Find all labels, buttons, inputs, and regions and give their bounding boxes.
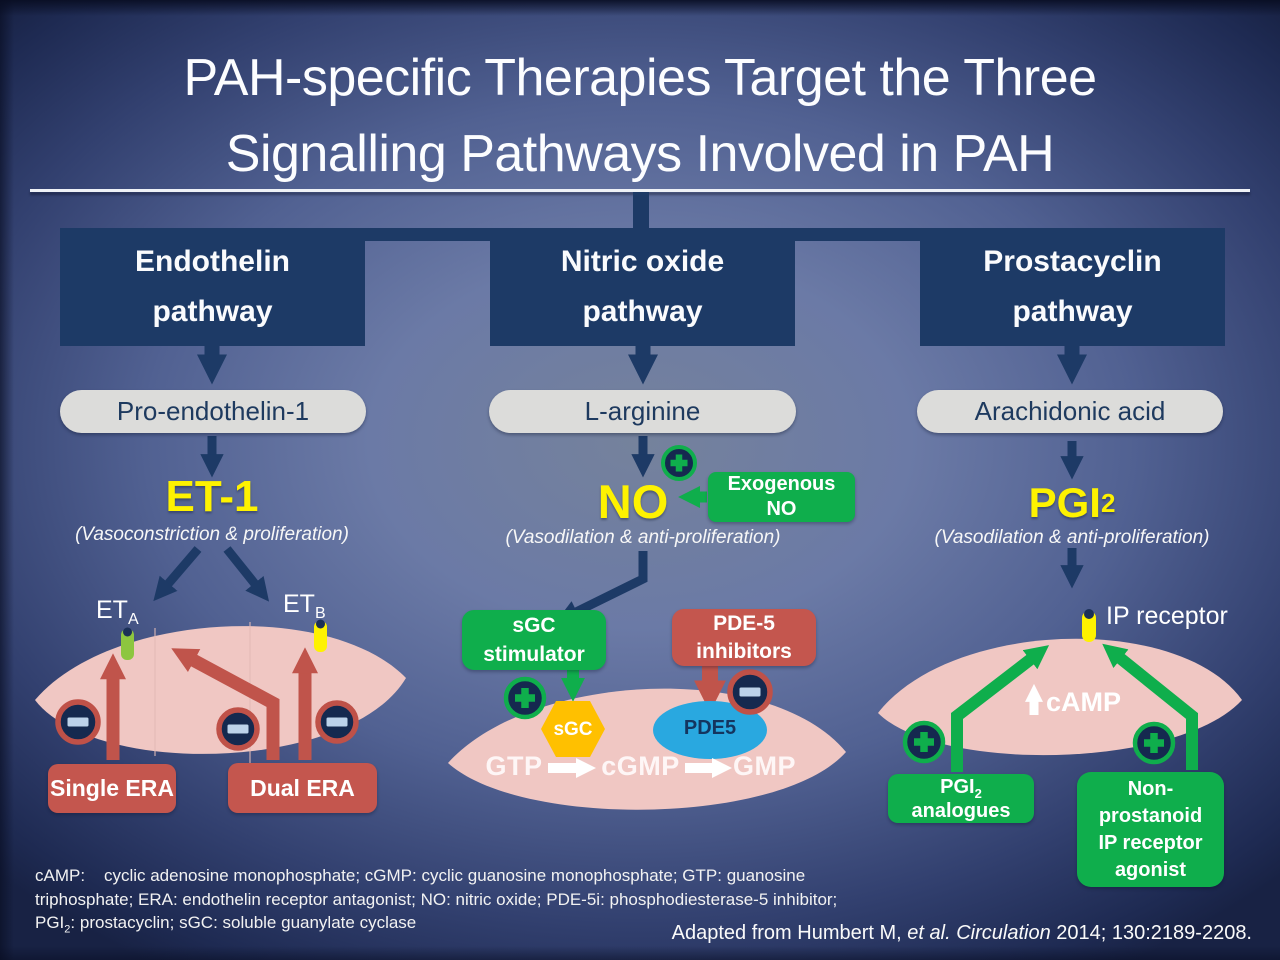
precursor-pro-endothelin-1: Pro-endothelin-1	[60, 390, 366, 433]
label-camp: cAMP	[1046, 687, 1122, 717]
plus-icon	[902, 720, 946, 764]
citation: Adapted from Humbert M, et al. Circulati…	[640, 922, 1252, 945]
drug-sgc-stimulator: sGC stimulator	[462, 610, 606, 670]
header-endothelin-pathway: Endothelin pathway	[60, 228, 365, 346]
slide-title-line1: PAH-specific Therapies Target the Three	[183, 49, 1097, 107]
plus-icon	[503, 676, 547, 720]
label-gmp: GMP	[732, 751, 796, 781]
arrow-et1-to-etb	[223, 546, 270, 602]
label-eta-subscript: A	[127, 611, 139, 628]
label-pde5-enzyme: PDE5	[683, 717, 737, 739]
plus-icon	[661, 445, 697, 481]
label-ip-receptor: IP receptor	[1106, 602, 1228, 630]
arrow-dual-era-to-eta	[171, 648, 280, 760]
header-prostacyclin-pathway: Prostacyclin pathway	[920, 228, 1225, 346]
effect-endothelin: (Vasoconstriction & proliferation)	[75, 524, 349, 545]
arrow-et1-to-eta	[153, 546, 202, 602]
arrow-nonprostanoid-to-ip	[1102, 643, 1198, 770]
header-nitric-oxide-pathway: Nitric oxide pathway	[490, 228, 795, 346]
label-etb-subscript: B	[314, 605, 326, 622]
drug-pgi2-rest: analogues	[911, 799, 1011, 822]
label-etb-receptor: ETB	[283, 590, 326, 622]
drug-dual-era: Dual ERA	[228, 763, 377, 813]
label-gtp: GTP	[485, 751, 543, 781]
arrow-pgi2-analogues-to-ip	[951, 645, 1050, 772]
label-eta-receptor: ETA	[96, 596, 139, 628]
minus-icon	[216, 707, 260, 751]
footnote-line3-pre: PGI	[35, 913, 65, 932]
drug-pde5-inhibitors: PDE-5 inhibitors	[672, 609, 816, 666]
footnote-line2: triphosphate; ERA: endothelin receptor a…	[35, 890, 838, 909]
arrow-no-into-cell	[555, 551, 648, 623]
effect-prostacyclin: (Vasodilation & anti-proliferation)	[934, 527, 1210, 548]
eta-receptor-icon	[121, 627, 134, 660]
label-etb-base: ET	[283, 590, 315, 618]
drug-exogenous-no: Exogenous NO	[708, 472, 855, 522]
sgc-enzyme-shape	[541, 701, 605, 757]
citation-italic: et al. Circulation	[907, 922, 1051, 944]
footnote-line3-subscript: 2	[64, 923, 71, 936]
precursor-arachidonic-acid: Arachidonic acid	[917, 390, 1223, 433]
precursor-l-arginine: L-arginine	[489, 390, 796, 433]
title-underline	[30, 189, 1250, 192]
ip-receptor-icon	[1082, 609, 1096, 642]
etb-receptor-icon	[314, 619, 327, 652]
drug-nonprostanoid-ip-agonist: Non- prostanoid IP receptor agonist	[1077, 772, 1224, 887]
drug-pgi2-base: PGI	[940, 775, 975, 798]
connector-stem	[633, 192, 649, 230]
label-eta-base: ET	[96, 596, 128, 624]
plus-icon	[1132, 721, 1176, 765]
drug-single-era: Single ERA	[48, 764, 176, 813]
citation-post: 2014; 130:2189-2208.	[1050, 922, 1252, 944]
mediator-pgi2-base: PGI	[1028, 479, 1101, 526]
footnote-line3-post: : prostacyclin; sGC: soluble guanylate c…	[70, 913, 417, 932]
citation-pre: Adapted from Humbert M,	[671, 922, 908, 944]
mediator-no: NO	[597, 475, 669, 528]
footnote-line3: PGI2: prostacyclin; sGC: soluble guanyla…	[35, 911, 865, 935]
effect-nitric-oxide: (Vasodilation & anti-proliferation)	[505, 527, 781, 548]
minus-icon	[55, 699, 101, 745]
minus-icon	[727, 669, 773, 715]
slide-title-line2: Signalling Pathways Involved in PAH	[225, 125, 1055, 183]
label-cgmp: cGMP	[601, 751, 680, 781]
mediator-et1: ET-1	[165, 472, 259, 521]
label-sgc-enzyme: sGC	[553, 719, 593, 740]
drug-pgi2-subscript: 2	[974, 785, 982, 801]
footnote-line1: cAMP: cyclic adenosine monophosphate; cG…	[35, 866, 806, 885]
pde5-enzyme-shape	[653, 701, 767, 759]
minus-icon	[315, 700, 359, 744]
